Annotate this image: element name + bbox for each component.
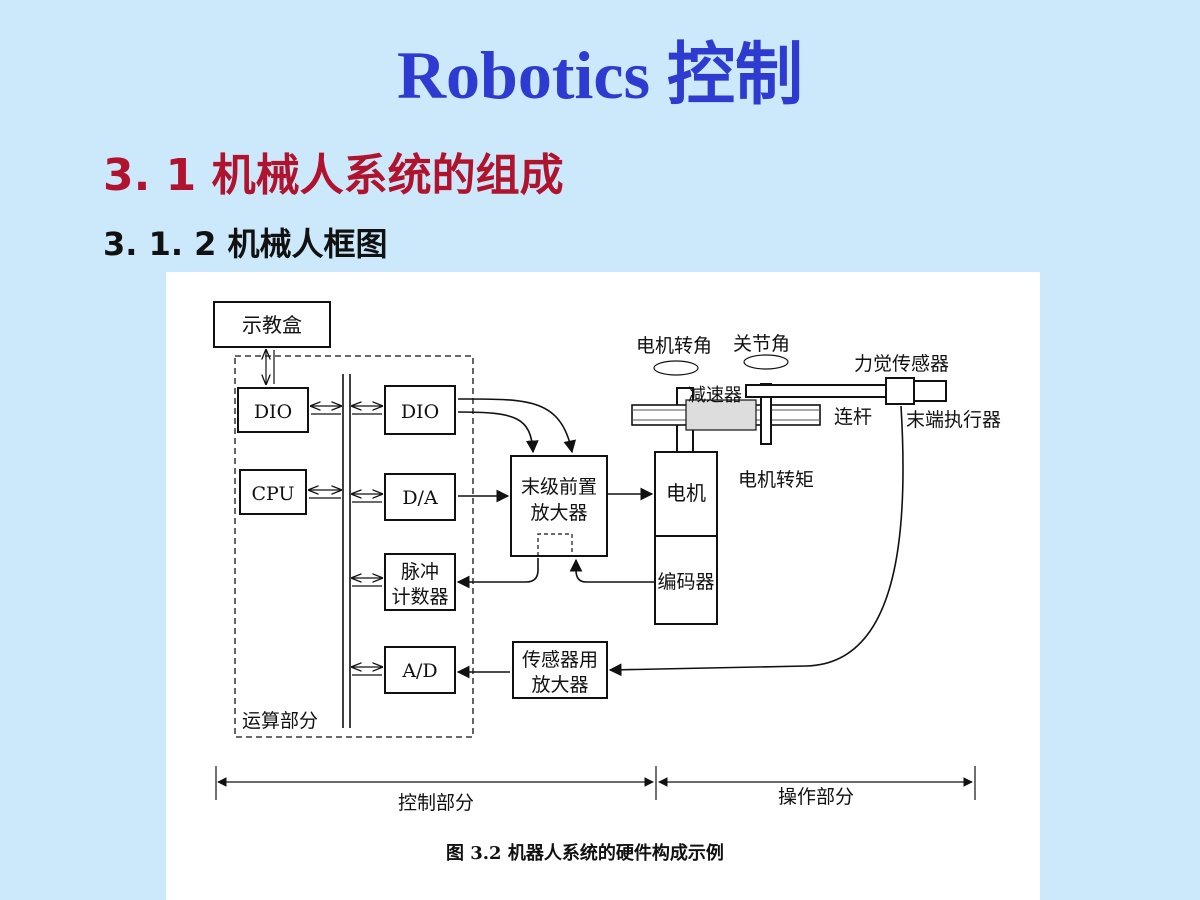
preamp-to-counter-arrow	[456, 558, 539, 589]
end-effector-block	[913, 380, 947, 402]
ad-label: A/D	[401, 660, 437, 682]
ad-box	[384, 646, 456, 694]
pulse-counter-label-2: 计数器	[391, 586, 448, 608]
joint-angle-rotation-icon	[743, 354, 789, 370]
gear-hub	[685, 399, 757, 431]
motor-angle-label: 电机转角	[636, 335, 712, 357]
dio-left-box	[237, 387, 309, 433]
subsection-heading: 3. 1. 2 机械人框图	[103, 225, 388, 263]
figure-caption: 图 3.2 机器人系统的硬件构成示例	[446, 842, 724, 864]
motor-angle-rotation-icon	[653, 360, 699, 376]
dio-right-box	[384, 385, 456, 435]
sensor-amp-label-1: 传感器用	[522, 649, 598, 671]
section-heading: 3. 1 机械人系统的组成	[103, 150, 564, 201]
link-arm	[745, 384, 887, 398]
final-preamp-box	[510, 455, 608, 557]
slide-title: Robotics 控制	[396, 37, 804, 113]
motor-label: 电机	[666, 481, 706, 505]
end-effector-label: 末端执行器	[906, 409, 1001, 431]
final-preamp-label-2: 放大器	[530, 502, 587, 524]
cpu-label: CPU	[251, 483, 294, 505]
operation-part-label: 操作部分	[778, 786, 854, 808]
link-label: 连杆	[834, 406, 872, 428]
encoder-feedback-arrow	[569, 558, 655, 583]
diagram-panel: 示教盒 DIO CPU DIO D/A 脉冲 计数器 A/D 运算部分 末级前置…	[166, 272, 1040, 900]
dio-to-preamp-arrow	[457, 411, 539, 454]
motor-box	[654, 451, 718, 537]
sensor-amp-label-2: 放大器	[531, 674, 588, 696]
final-preamp-label-1: 末级前置	[521, 476, 597, 498]
motor-torque-label: 电机转矩	[738, 469, 814, 491]
robot-hardware-diagram: 示教盒 DIO CPU DIO D/A 脉冲 计数器 A/D 运算部分 末级前置…	[213, 301, 1001, 864]
encoder-label: 编码器	[657, 571, 714, 593]
sensor-amp-box	[512, 641, 608, 699]
teach-pendant-box	[213, 301, 331, 348]
da-box	[384, 473, 456, 521]
dio-to-preamp-arrow	[457, 398, 577, 454]
computing-part-label: 运算部分	[242, 710, 318, 732]
joint-angle-label: 关节角	[733, 333, 790, 355]
force-sensor-block	[885, 377, 915, 405]
da-label: D/A	[402, 487, 438, 509]
dio-left-label: DIO	[254, 401, 292, 423]
cpu-box	[239, 469, 307, 515]
pulse-counter-label-1: 脉冲	[401, 561, 439, 583]
force-sensor-signal-arrow	[608, 405, 904, 677]
encoder-box	[654, 535, 718, 625]
force-sensor-label: 力觉传感器	[854, 353, 949, 375]
reducer-label: 减速器	[688, 385, 742, 406]
dio-right-label: DIO	[401, 401, 439, 423]
teach-pendant-label: 示教盒	[242, 313, 302, 337]
preamp-feedback-dashed	[537, 533, 573, 556]
pulse-counter-box	[384, 553, 456, 611]
control-part-label: 控制部分	[398, 792, 474, 814]
